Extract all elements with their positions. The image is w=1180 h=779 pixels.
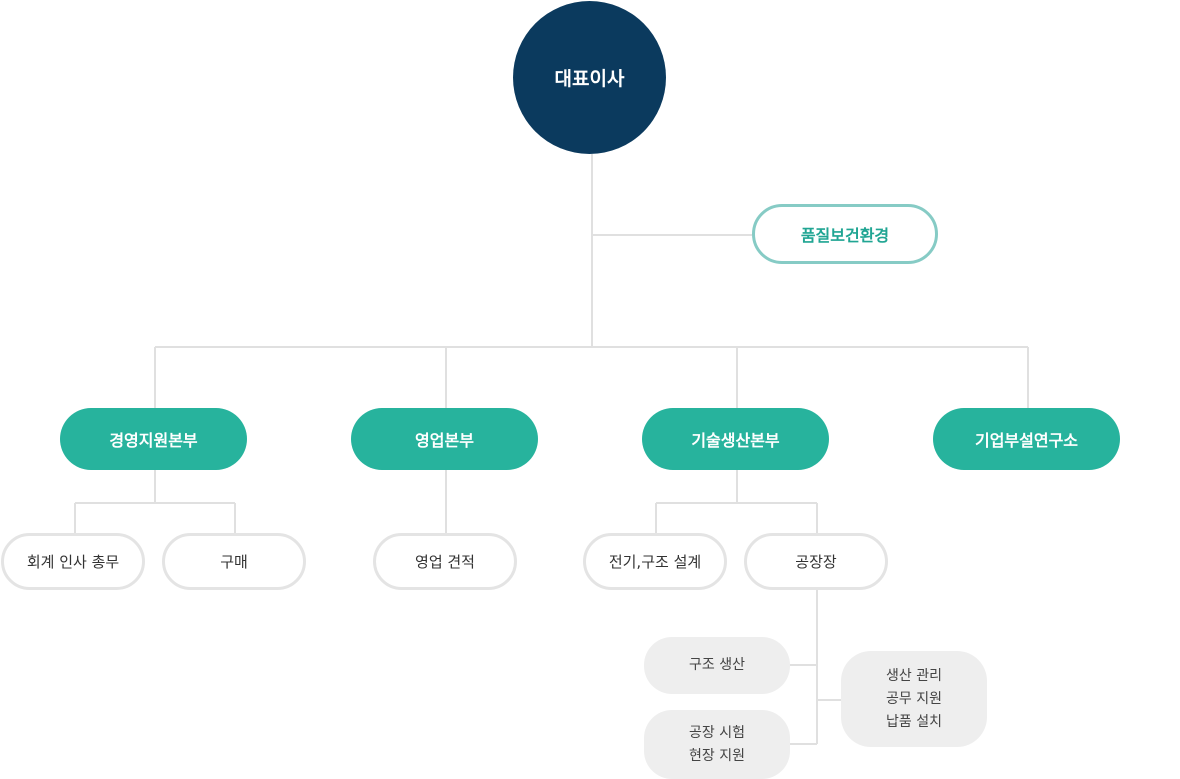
connector-management-teams [74, 470, 236, 533]
connector-tech-teams [655, 470, 818, 533]
subunit-label: 납품 설치 [886, 713, 942, 730]
subunit-label: 공무 지원 [886, 690, 942, 707]
team-accounting-hr: 회계 인사 총무 [1, 533, 145, 590]
subunit-structure-production: 구조 생산 [644, 637, 790, 694]
subunit-label: 공장 시험 [689, 724, 745, 741]
division-research-lab: 기업부설연구소 [933, 408, 1120, 470]
ceo-node: 대표이사 [513, 1, 666, 154]
subunit-test-site: 공장 시험 현장 지원 [644, 710, 790, 779]
team-purchasing: 구매 [162, 533, 306, 590]
subunit-label: 현장 지원 [689, 747, 745, 764]
team-sales-estimate: 영업 견적 [373, 533, 517, 590]
division-sales: 영업본부 [351, 408, 538, 470]
connector-factory-units [790, 590, 841, 745]
qhse-node: 품질보건환경 [752, 204, 938, 264]
division-management-support: 경영지원본부 [60, 408, 247, 470]
subunit-label: 생산 관리 [886, 667, 942, 684]
subunit-label: 구조 생산 [689, 657, 745, 673]
team-design: 전기,구조 설계 [583, 533, 727, 590]
division-tech-production: 기술생산본부 [642, 408, 829, 470]
subunit-management-group: 생산 관리 공무 지원 납품 설치 [841, 651, 987, 747]
team-factory-manager: 공장장 [744, 533, 888, 590]
